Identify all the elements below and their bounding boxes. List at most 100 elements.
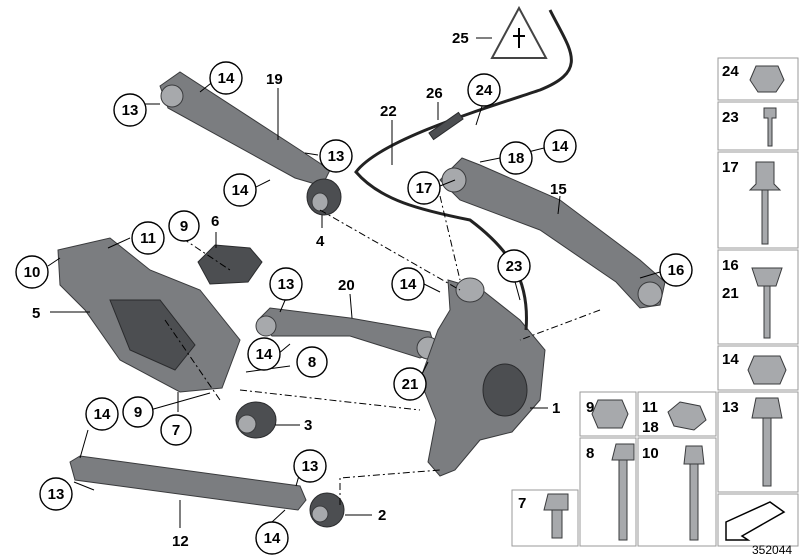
- callout-10[interactable]: 10: [15, 255, 49, 289]
- svg-text:5: 5: [32, 305, 40, 322]
- svg-text:13: 13: [122, 102, 139, 119]
- svg-text:21: 21: [722, 285, 739, 302]
- direction-arrow-icon: [725, 501, 786, 541]
- warning-triangle-icon: [490, 5, 548, 59]
- callout-4[interactable]: 4: [316, 233, 325, 250]
- washer-icon: [667, 401, 707, 431]
- svg-text:19: 19: [266, 71, 283, 88]
- svg-text:8: 8: [308, 354, 316, 371]
- callout-13-d[interactable]: 13: [293, 449, 327, 483]
- callout-18[interactable]: 18: [499, 141, 533, 175]
- callout-14-a[interactable]: 14: [209, 61, 243, 95]
- callout-16[interactable]: 16: [659, 253, 693, 287]
- svg-text:14: 14: [552, 138, 569, 155]
- svg-text:16: 16: [722, 257, 739, 274]
- callout-9[interactable]: 9: [122, 396, 154, 428]
- nut-14-icon: [747, 355, 787, 385]
- svg-text:3: 3: [304, 417, 312, 434]
- callout-7[interactable]: 7: [160, 414, 192, 446]
- callout-19[interactable]: 19: [266, 71, 283, 88]
- nut-9-icon: [591, 399, 629, 429]
- svg-text:11: 11: [140, 230, 156, 247]
- callout-13-a[interactable]: 13: [113, 93, 147, 127]
- callout-14-b[interactable]: 14: [223, 173, 257, 207]
- callout-5[interactable]: 5: [32, 305, 40, 322]
- svg-text:12: 12: [172, 533, 189, 550]
- rubber-mount-4: [306, 178, 342, 216]
- wheel-carrier-1: [419, 277, 546, 477]
- hardware-panel: 24 23 17 16 21 14 13 9 11 18 8 10 7: [511, 57, 799, 547]
- callout-20[interactable]: 20: [338, 277, 355, 294]
- svg-text:13: 13: [278, 276, 295, 293]
- svg-text:13: 13: [302, 458, 319, 475]
- svg-text:15: 15: [550, 181, 567, 198]
- svg-text:13: 13: [48, 486, 65, 503]
- tension-strut-12: [69, 455, 307, 511]
- svg-text:14: 14: [400, 276, 417, 293]
- callout-3[interactable]: 3: [304, 417, 312, 434]
- callout-12[interactable]: 12: [172, 533, 189, 550]
- svg-text:20: 20: [338, 277, 355, 294]
- svg-text:17: 17: [416, 180, 433, 197]
- callout-14-d[interactable]: 14: [247, 337, 281, 371]
- svg-text:24: 24: [476, 82, 493, 99]
- callout-22[interactable]: 22: [380, 103, 397, 120]
- bolt-17-icon: [748, 161, 782, 245]
- svg-text:2: 2: [378, 507, 386, 524]
- callout-2[interactable]: 2: [378, 507, 386, 524]
- callout-14-e[interactable]: 14: [85, 397, 119, 431]
- callout-11[interactable]: 11: [131, 221, 165, 255]
- svg-text:11: 11: [642, 399, 658, 416]
- svg-text:9: 9: [134, 404, 142, 421]
- svg-text:9: 9: [586, 399, 594, 416]
- svg-text:9: 9: [180, 218, 188, 235]
- callout-13-e[interactable]: 13: [39, 477, 73, 511]
- svg-text:8: 8: [586, 445, 594, 462]
- bolt-10-icon: [683, 445, 705, 541]
- svg-text:6: 6: [211, 213, 219, 230]
- svg-text:13: 13: [722, 399, 739, 416]
- bolt-7-icon: [543, 493, 569, 539]
- rubber-mount-2: [309, 492, 345, 528]
- callout-14-g[interactable]: 14: [543, 129, 577, 163]
- callout-1[interactable]: 1: [552, 400, 560, 417]
- svg-text:18: 18: [508, 150, 525, 167]
- svg-text:7: 7: [518, 495, 526, 512]
- callout-6[interactable]: 6: [211, 213, 219, 230]
- control-arm-19: [159, 71, 331, 187]
- callout-21[interactable]: 21: [393, 367, 427, 401]
- svg-text:25: 25: [452, 30, 469, 47]
- callout-9b[interactable]: 9: [168, 210, 200, 242]
- screw-icon: [763, 107, 777, 147]
- callout-15[interactable]: 15: [550, 181, 567, 198]
- callout-26[interactable]: 26: [426, 85, 443, 102]
- rubber-mount-3: [235, 401, 277, 439]
- svg-text:17: 17: [722, 159, 739, 176]
- svg-text:14: 14: [264, 530, 281, 547]
- clip-icon: [749, 65, 785, 93]
- svg-text:26: 26: [426, 85, 443, 102]
- callout-25[interactable]: 25: [452, 30, 469, 47]
- callout-17[interactable]: 17: [407, 171, 441, 205]
- callout-13-b[interactable]: 13: [319, 139, 353, 173]
- svg-text:1: 1: [552, 400, 560, 417]
- callout-13-c[interactable]: 13: [269, 267, 303, 301]
- callout-24[interactable]: 24: [467, 73, 501, 107]
- svg-text:14: 14: [218, 70, 235, 87]
- callout-23[interactable]: 23: [497, 249, 531, 283]
- svg-text:16: 16: [668, 262, 685, 279]
- callout-14-c[interactable]: 14: [391, 267, 425, 301]
- bracket-6: [197, 244, 263, 285]
- svg-text:10: 10: [642, 445, 659, 462]
- svg-text:21: 21: [402, 376, 419, 393]
- svg-text:18: 18: [642, 419, 659, 436]
- callout-8[interactable]: 8: [296, 346, 328, 378]
- svg-text:22: 22: [380, 103, 397, 120]
- cable-holder-26: [428, 111, 464, 141]
- diagram-id: 352044: [752, 543, 792, 557]
- callout-14-f[interactable]: 14: [255, 521, 289, 555]
- sensor-cable-22: [354, 9, 573, 331]
- svg-text:14: 14: [232, 182, 249, 199]
- bolt-16-icon: [751, 267, 783, 339]
